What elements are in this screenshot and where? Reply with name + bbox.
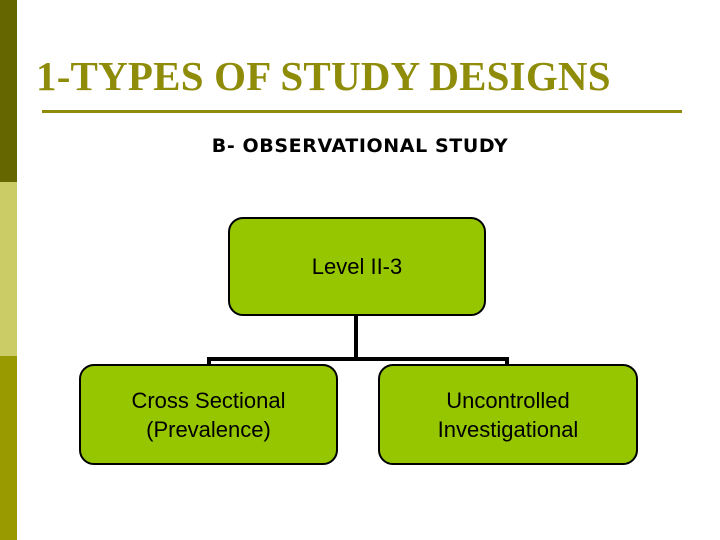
diagram-node-cross-sectional-line-1: Cross Sectional — [131, 387, 286, 413]
diagram-node-uncontrolled-investigational-line-2: Investigational — [437, 416, 579, 442]
title-underline-rule — [42, 110, 682, 113]
diagram-node-cross-sectional-label: Cross Sectional (Prevalence) — [123, 386, 293, 444]
diagram-node-root: Level II-3 — [228, 217, 486, 316]
diagram-node-cross-sectional-line-2: (Prevalence) — [146, 416, 271, 442]
slide-subtitle: B- OBSERVATIONAL STUDY — [211, 135, 509, 157]
diagram-node-uncontrolled-investigational: Uncontrolled Investigational — [378, 364, 638, 465]
connector-drop-right — [505, 357, 509, 366]
accent-strip-segment-middle — [0, 182, 17, 356]
diagram-node-uncontrolled-investigational-line-1: Uncontrolled — [446, 387, 570, 413]
accent-strip-segment-bottom — [0, 356, 17, 540]
connector-drop-left — [207, 357, 211, 366]
page-title: 1-TYPES OF STUDY DESIGNS — [36, 53, 611, 99]
diagram-node-root-label: Level II-3 — [311, 254, 403, 279]
connector-stem-vertical — [354, 314, 358, 361]
diagram-node-uncontrolled-investigational-label: Uncontrolled Investigational — [430, 386, 587, 444]
connector-horizontal-bar — [207, 357, 509, 361]
left-accent-strip — [0, 0, 17, 540]
diagram-node-cross-sectional: Cross Sectional (Prevalence) — [79, 364, 338, 465]
title-block: 1-TYPES OF STUDY DESIGNS — [36, 52, 684, 112]
accent-strip-segment-top — [0, 0, 17, 182]
